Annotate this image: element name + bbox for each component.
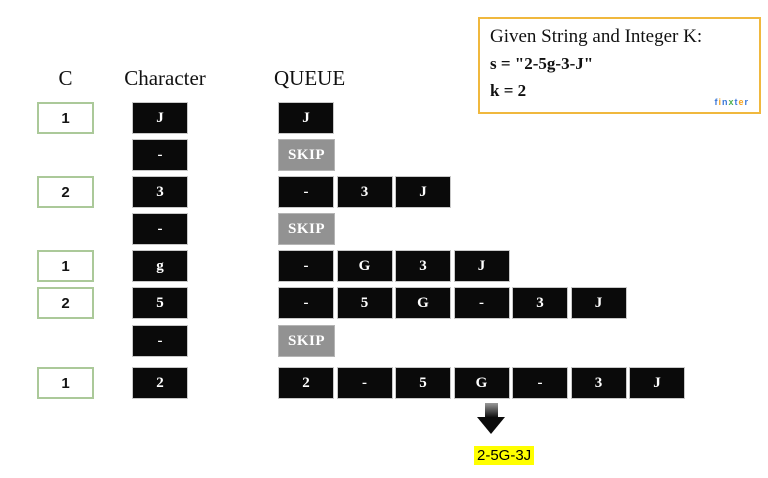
c-count-box: 1 — [37, 367, 94, 399]
character-box: J — [132, 102, 188, 134]
character-box: g — [132, 250, 188, 282]
column-header-queue: QUEUE — [274, 66, 346, 90]
down-arrow-head — [477, 417, 505, 434]
queue-cell: 5 — [395, 367, 451, 399]
queue-cell: - — [278, 287, 334, 319]
queue-cell: J — [570, 287, 627, 319]
column-header-c: C — [58, 66, 73, 90]
queue-cell: J — [453, 250, 510, 282]
c-count-box: 2 — [37, 176, 94, 208]
queue-cell: 3 — [570, 367, 627, 399]
finxter-logo-letter: n — [721, 97, 729, 107]
queue-cell: G — [395, 287, 451, 319]
queue-cell: - — [336, 367, 393, 399]
finxter-logo-letter: r — [744, 97, 749, 107]
c-count-box: 2 — [37, 287, 94, 319]
queue-cell: 3 — [336, 176, 393, 208]
finxter-logo-letter: e — [738, 97, 745, 107]
info-box-string-line: s = "2-5g-3-J" — [490, 54, 594, 73]
queue-cell: J — [629, 367, 685, 399]
finxter-logo-letter: t — [734, 97, 739, 107]
queue-skip-box: SKIP — [278, 213, 335, 245]
finxter-logo-letter: f — [714, 97, 719, 107]
queue-cell: G — [453, 367, 510, 399]
queue-cell: G — [336, 250, 393, 282]
info-box-title: Given String and Integer K: — [490, 26, 703, 47]
queue-cell: 3 — [512, 287, 568, 319]
finxter-logo-letter: i — [718, 97, 722, 107]
character-box: - — [132, 139, 188, 171]
info-box-k-line: k = 2 — [490, 81, 527, 100]
finxter-logo-letter: x — [728, 97, 735, 107]
character-box: 5 — [132, 287, 188, 319]
queue-cell: - — [278, 250, 334, 282]
queue-cell: J — [278, 102, 334, 134]
result-label: 2-5G-3J — [474, 446, 535, 465]
queue-cell: 5 — [336, 287, 393, 319]
column-header-character: Character — [124, 66, 206, 90]
queue-cell: - — [278, 176, 334, 208]
queue-cell: - — [453, 287, 510, 319]
character-box: 3 — [132, 176, 188, 208]
queue-cell: 3 — [395, 250, 451, 282]
down-arrow — [477, 403, 505, 434]
down-arrow-stem — [484, 403, 498, 417]
character-box: - — [132, 325, 188, 357]
c-count-box: 1 — [37, 250, 94, 282]
finxter-logo: finxter — [714, 97, 749, 107]
character-box: 2 — [132, 367, 188, 399]
queue-cell: 2 — [278, 367, 334, 399]
info-box: Given String and Integer K: s = "2-5g-3-… — [478, 17, 761, 114]
queue-skip-box: SKIP — [278, 325, 335, 357]
queue-cell: J — [395, 176, 451, 208]
character-box: - — [132, 213, 188, 245]
c-count-box: 1 — [37, 102, 94, 134]
queue-skip-box: SKIP — [278, 139, 335, 171]
queue-cell: - — [512, 367, 568, 399]
